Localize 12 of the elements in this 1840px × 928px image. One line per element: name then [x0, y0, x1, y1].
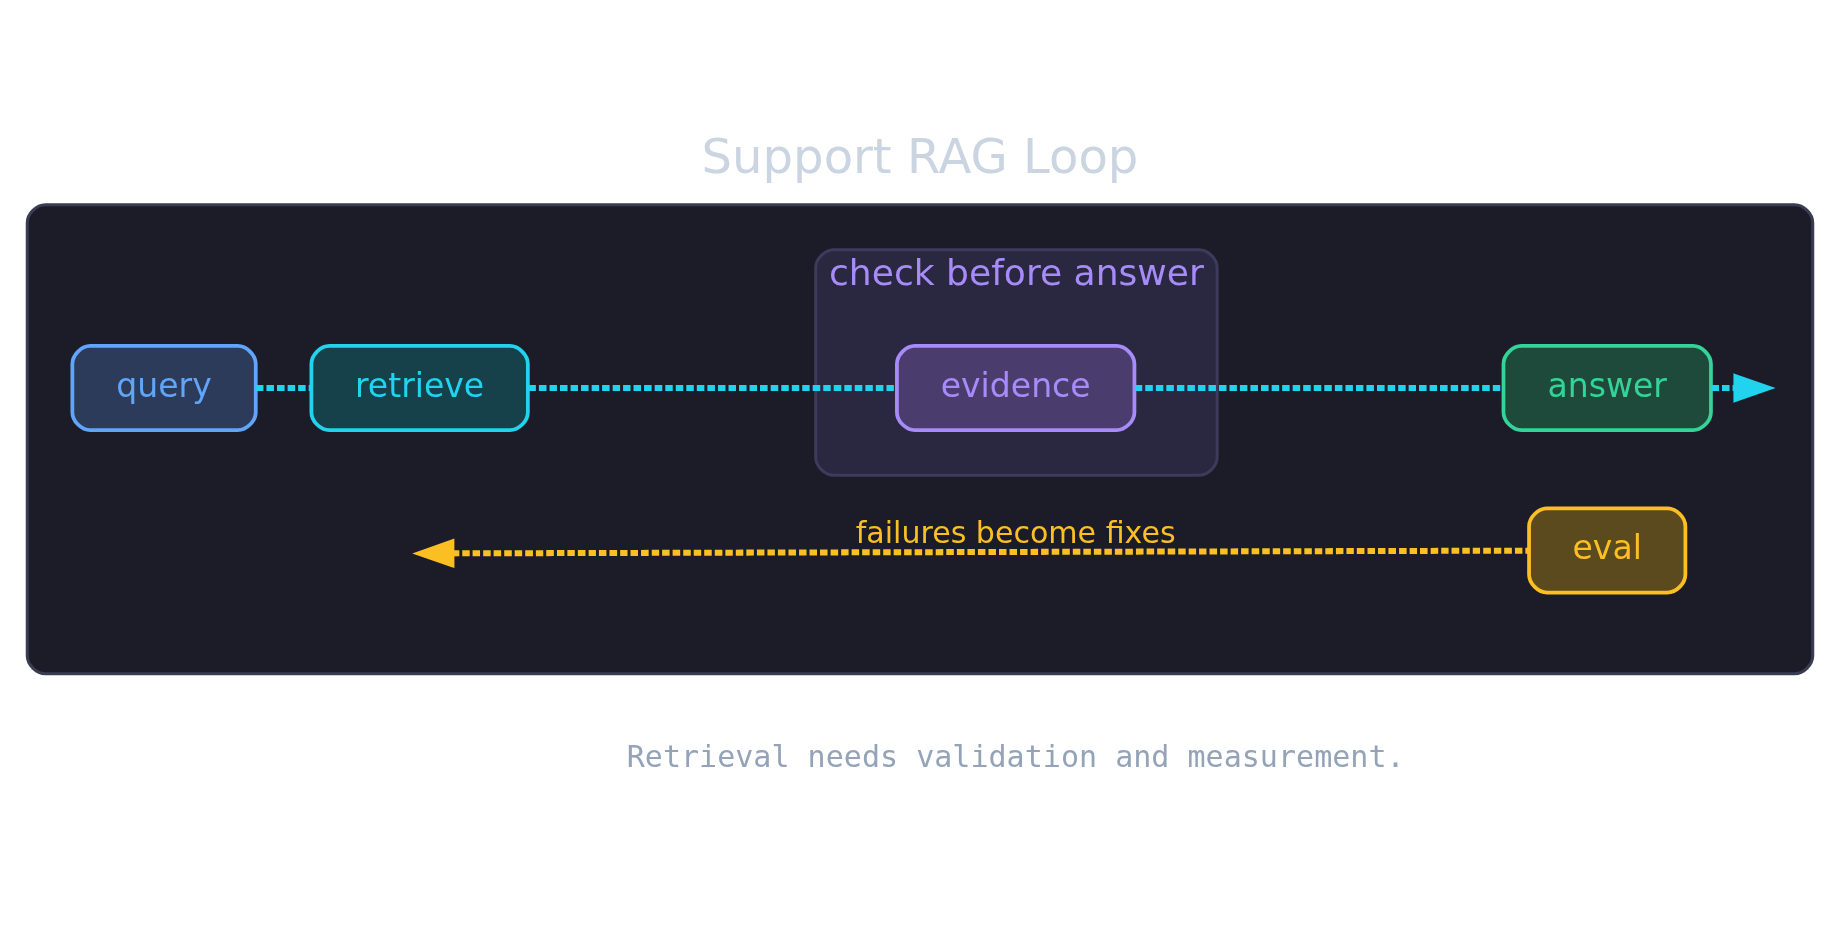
connector: [528, 385, 897, 392]
node-box: query: [70, 344, 258, 433]
arrow: [412, 538, 1529, 569]
arrow: [1711, 373, 1776, 403]
node-box: retrieve: [309, 344, 530, 433]
node-box: eval: [1527, 506, 1688, 595]
edge-label: failures become fixes: [855, 514, 1176, 550]
cluster: [25, 203, 1815, 676]
node-box: answer: [1501, 344, 1713, 433]
connector: [256, 385, 312, 392]
label: Retrieval needs validation and measurement.: [626, 738, 1405, 774]
node-box: evidence: [895, 344, 1137, 433]
